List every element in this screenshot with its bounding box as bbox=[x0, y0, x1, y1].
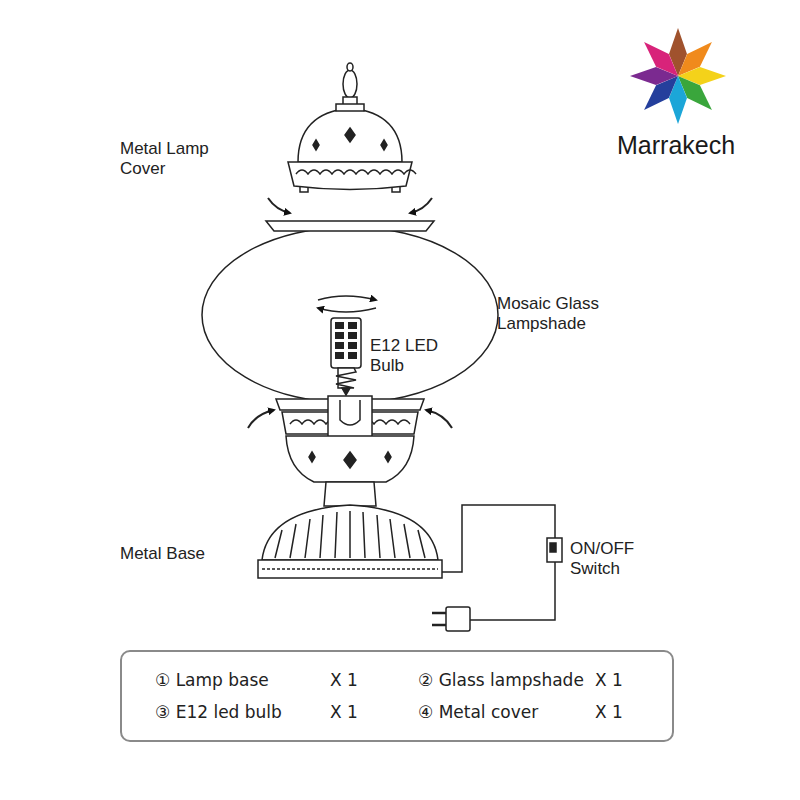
brand-name: Marrakech bbox=[617, 130, 787, 160]
part-entry: ④ Metal cover bbox=[418, 701, 538, 723]
part-label: E12 LED Bulb bbox=[370, 336, 450, 376]
quantity: X 1 bbox=[330, 669, 358, 691]
part-label: Mosaic Glass Lampshade bbox=[497, 294, 617, 334]
part-label: Metal Lamp Cover bbox=[120, 139, 230, 179]
part-label: Metal Base bbox=[120, 544, 240, 564]
part-label: ON/OFF Switch bbox=[570, 539, 640, 579]
parts-list-box: ① Lamp base X 1 ② Glass lampshade X 1 ③ E12 … bbox=[120, 650, 674, 742]
quantity: X 1 bbox=[330, 701, 358, 723]
quantity: X 1 bbox=[595, 701, 623, 723]
part-entry: ② Glass lampshade bbox=[418, 669, 584, 691]
logo-star bbox=[630, 28, 726, 124]
part-entry: ① Lamp base bbox=[155, 669, 269, 691]
quantity: X 1 bbox=[595, 669, 623, 691]
lamp-drawing bbox=[202, 63, 562, 631]
part-entry: ③ E12 led bulb bbox=[155, 701, 282, 723]
